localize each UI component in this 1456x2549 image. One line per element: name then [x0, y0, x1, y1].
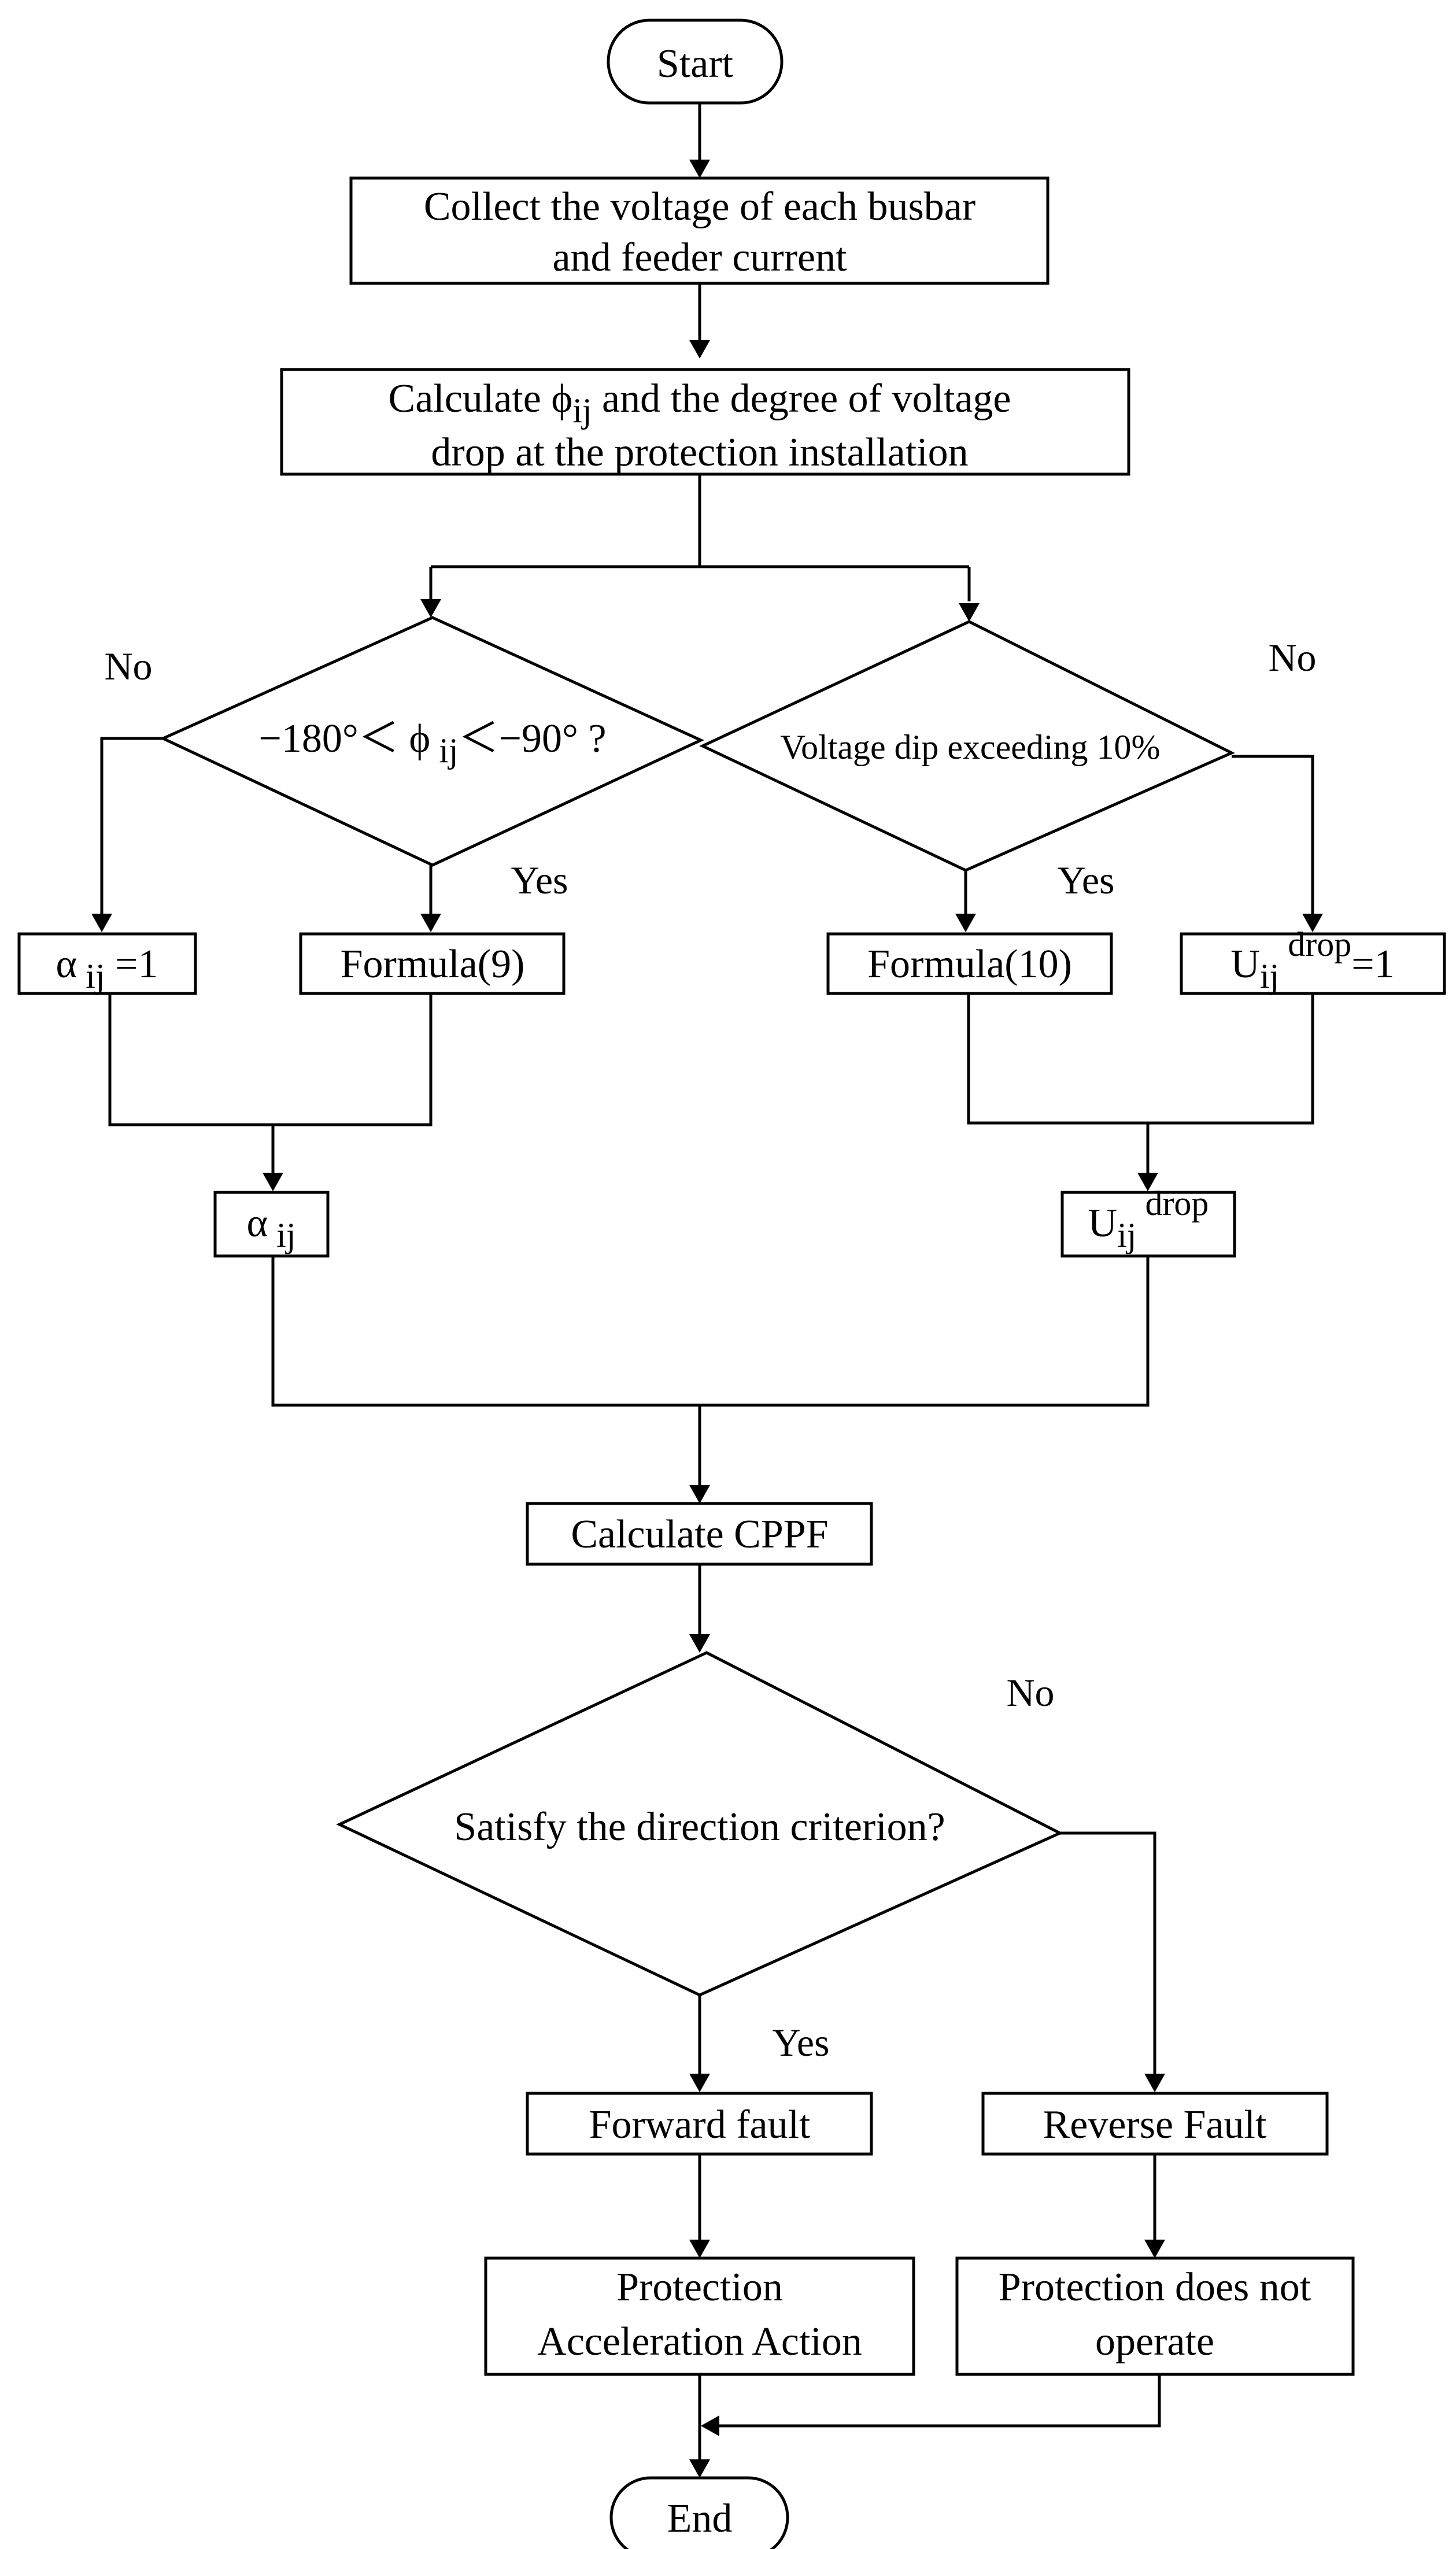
formula-9-label: Formula(9) [341, 942, 525, 987]
voltage-dip-decision-label: Voltage dip exceeding 10% [780, 728, 1160, 766]
no-operate-box [955, 2256, 1355, 2376]
arrowhead [701, 2415, 719, 2436]
right-decision-no-label: No [1268, 636, 1316, 679]
calculate-cppf-label: Calculate CPPF [571, 1512, 828, 1557]
alpha-equals-one-label: α ij =1 [56, 942, 158, 995]
direction-criterion-decision [336, 1651, 1063, 1997]
left-decision-yes-label: Yes [511, 858, 568, 902]
alpha-equals-one-box [17, 932, 197, 995]
acceleration-action-box [484, 2256, 915, 2376]
direction-criterion-label: Satisfy the direction criterion? [454, 1805, 945, 1849]
start-label: Start [657, 42, 734, 86]
forward-fault-box [526, 2092, 873, 2156]
calculate-phi-process [280, 368, 1130, 476]
arrowhead [1144, 2074, 1165, 2092]
acceleration-action-label-2: Acceleration Action [537, 2319, 862, 2364]
alpha-result-label: α ij [246, 1201, 295, 1254]
forward-fault-label: Forward fault [589, 2103, 811, 2147]
udrop-equals-one-label: Uij drop=1 [1230, 925, 1394, 995]
arrowhead [689, 1634, 710, 1653]
arrowhead [959, 603, 980, 622]
reverse-fault-label: Reverse Fault [1043, 2103, 1267, 2147]
edge-merge-cppf [271, 1256, 1150, 1486]
calculate-phi-label-1: Calculate ϕij and the degree of voltage [389, 376, 1011, 430]
calculate-phi-label-2: drop at the protection installation [431, 430, 968, 475]
udrop-equals-one-box [1180, 932, 1446, 995]
edge-direction-no [1060, 1831, 1156, 2075]
start-terminal [607, 19, 784, 105]
arrowhead [1144, 2240, 1165, 2258]
edge-left-no [100, 737, 163, 915]
acceleration-action-label-1: Protection [616, 2265, 783, 2310]
arrowhead [689, 2240, 710, 2258]
left-decision-no-label: No [104, 644, 152, 688]
udrop-result-box [1060, 1191, 1236, 1258]
arrowhead [689, 1485, 710, 1503]
arrowhead [1302, 914, 1323, 932]
arrowhead [91, 914, 112, 932]
direction-no-label: No [1006, 1671, 1054, 1715]
arrowhead [689, 2074, 710, 2092]
connectors [91, 103, 1323, 2478]
arrowhead [1137, 1173, 1158, 1191]
calculate-cppf-process [526, 1502, 873, 1566]
arrowhead [420, 599, 441, 618]
udrop-result-label: Uij drop [1088, 1184, 1209, 1254]
edge-left-merge [108, 993, 433, 1174]
collect-label-1: Collect the voltage of each busbar [424, 184, 975, 229]
formula-10-box [826, 932, 1113, 995]
end-label: End [667, 2496, 733, 2541]
arrowhead [689, 160, 710, 178]
collect-process [349, 176, 1049, 285]
edge-right-merge [967, 993, 1314, 1174]
formula-10-label: Formula(10) [867, 942, 1072, 987]
formula-9-box [299, 932, 566, 995]
arrowhead [420, 914, 441, 932]
voltage-dip-decision [699, 620, 1235, 872]
arrowhead [955, 914, 976, 932]
phi-range-decision-label: −180°＜ ϕ ij＜−90° ? [258, 716, 606, 770]
arrowhead [689, 2459, 710, 2478]
right-decision-yes-label: Yes [1058, 858, 1115, 902]
edge-right-no [1232, 755, 1314, 915]
direction-yes-label: Yes [773, 2020, 830, 2064]
phi-range-decision [160, 616, 704, 867]
arrowhead [689, 340, 710, 359]
no-operate-label-1: Protection does not [999, 2265, 1311, 2310]
end-terminal [609, 2476, 789, 2549]
no-operate-label-2: operate [1095, 2319, 1214, 2364]
arrowhead [263, 1173, 283, 1191]
collect-label-2: and feeder current [552, 235, 847, 280]
alpha-result-box [213, 1191, 330, 1258]
reverse-fault-box [981, 2092, 1329, 2156]
edge-noop-join [718, 2374, 1161, 2428]
edge-calc-split [429, 474, 971, 601]
